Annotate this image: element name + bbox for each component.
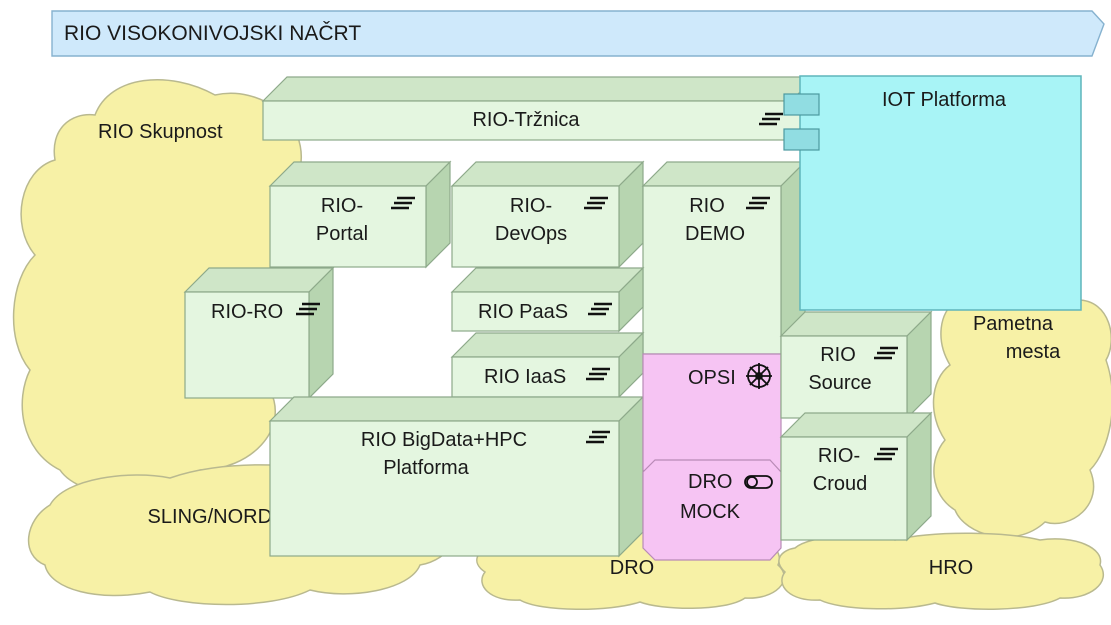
component-tab-bottom (783, 128, 820, 151)
node-top (268, 396, 645, 422)
node-opsi: OPSI (642, 353, 782, 483)
page-title: RIO VISOKONIVOJSKI NAČRT (64, 22, 361, 45)
node-top (261, 76, 817, 102)
component-icon (296, 302, 320, 316)
group-label-hro: HRO (929, 557, 973, 579)
component-icon (874, 447, 898, 461)
node-label-devops-line1: RIO- (510, 195, 552, 217)
node-dro-mock: DRO MOCK (642, 459, 782, 561)
cloud-shape-hro (778, 532, 1104, 610)
node-label-ro: RIO-RO (211, 301, 283, 323)
node-front (269, 185, 427, 268)
node-front (451, 185, 620, 268)
node-rio-iaas: RIO IaaS (450, 331, 645, 399)
component-icon (586, 367, 610, 381)
node-rio-source: RIO Source (779, 310, 933, 420)
node-label-devops-line2: DevOps (495, 223, 567, 245)
service-icon (746, 363, 772, 389)
component-icon (759, 112, 783, 126)
node-front (184, 291, 310, 399)
component-icon (874, 346, 898, 360)
component-icon (746, 196, 770, 210)
component-label-iot: IOT Platforma (882, 89, 1007, 111)
group-label-skupnost: RIO Skupnost (98, 121, 223, 143)
group-label-dro: DRO (610, 557, 654, 579)
component-icon (586, 430, 610, 444)
node-label-portal-line1: RIO- (321, 195, 363, 217)
component-tab-top (783, 93, 820, 116)
node-label-croud-line2: Croud (813, 473, 867, 495)
node-side (618, 395, 644, 558)
node-label-croud-line1: RIO- (818, 445, 860, 467)
node-label-dro-mock-line1: DRO (688, 471, 732, 493)
node-rio-portal: RIO- Portal (268, 160, 452, 269)
node-top (183, 267, 335, 293)
node-front (451, 356, 620, 398)
component-iot-platforma: IOT Platforma (783, 75, 1082, 311)
title-banner: RIO VISOKONIVOJSKI NAČRT (51, 10, 1105, 57)
group-pametna-mesta: Pametna mesta (932, 284, 1111, 538)
component-icon (584, 196, 608, 210)
node-rio-demo: RIO DEMO (641, 160, 807, 356)
node-label-demo-line2: DEMO (685, 223, 745, 245)
node-front (451, 291, 620, 332)
group-label-pametna-line1: Pametna (973, 313, 1054, 335)
title-bar (51, 10, 1105, 57)
iot-box (799, 75, 1082, 311)
node-top (641, 161, 807, 187)
node-rio-croud: RIO- Croud (779, 411, 933, 542)
node-front (269, 420, 620, 557)
node-label-bigdata-line1: RIO BigData+HPC (361, 429, 527, 451)
node-rio-ro: RIO-RO (183, 266, 335, 400)
node-rio-bigdata-hpc: RIO BigData+HPC Platforma (268, 395, 645, 558)
node-rio-devops: RIO- DevOps (450, 160, 645, 269)
component-icon (588, 302, 612, 316)
node-front (642, 185, 782, 355)
node-label-demo-line1: RIO (689, 195, 725, 217)
node-label-source-line2: Source (808, 372, 871, 394)
node-top (779, 412, 933, 438)
node-top (450, 267, 645, 293)
service-icon (744, 475, 773, 489)
group-label-pametna-line2: mesta (1006, 341, 1061, 363)
node-front (780, 335, 908, 419)
node-label-iaas: RIO IaaS (484, 366, 566, 388)
node-top (779, 311, 933, 337)
node-label-dro-mock-line2: MOCK (680, 501, 741, 523)
node-rio-trznica: RIO-Tržnica (261, 76, 817, 141)
node-label-portal-line2: Portal (316, 223, 368, 245)
node-label-trznica: RIO-Tržnica (472, 109, 580, 131)
cloud-shape-pametna (932, 284, 1111, 538)
node-top (450, 161, 645, 187)
node-top (268, 161, 452, 187)
node-label-opsi: OPSI (688, 367, 736, 389)
component-icon (391, 196, 415, 210)
node-top (450, 332, 645, 358)
node-label-paas: RIO PaaS (478, 301, 568, 323)
node-rio-paas: RIO PaaS (450, 266, 645, 333)
group-hro: HRO (778, 532, 1104, 610)
node-label-bigdata-line2: Platforma (383, 457, 469, 479)
node-label-source-line1: RIO (820, 344, 856, 366)
